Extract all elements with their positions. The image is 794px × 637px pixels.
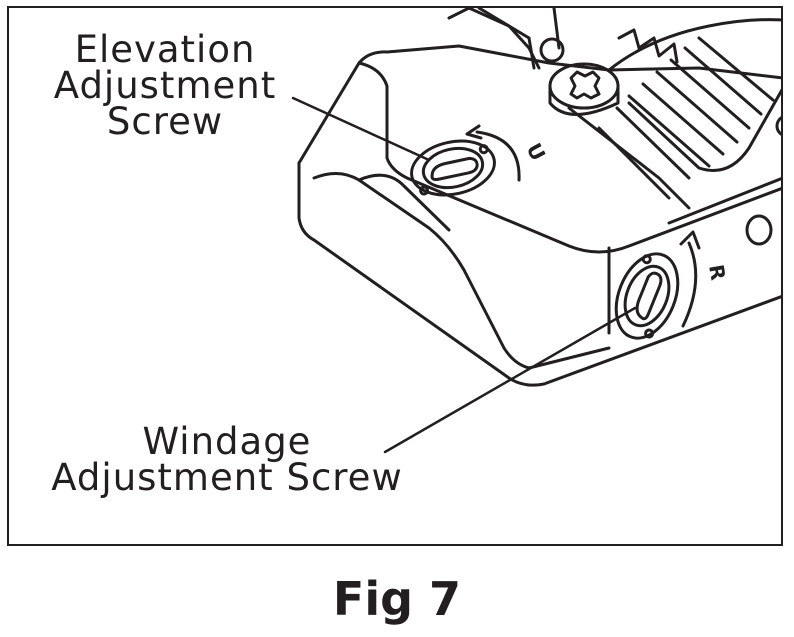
side-hole-upper [775, 116, 781, 136]
windage-label-line: Windage [142, 420, 312, 463]
windage-direction-arrow [681, 241, 698, 328]
cover-teeth [617, 28, 679, 64]
rib-6 [683, 46, 763, 116]
elevation-arrow-head [465, 124, 483, 140]
elevation-leader-line [291, 96, 431, 162]
housing-top-edge [357, 61, 781, 254]
windage-direction-letter: R [704, 263, 730, 282]
windage-leader-line [383, 306, 637, 454]
elevation-direction-letter: U [522, 139, 551, 165]
red-dot-sight-illustration: U R [291, 8, 781, 454]
rib-3 [641, 82, 725, 156]
elevation-label-line: Adjustment [53, 64, 277, 107]
rib-9 [597, 126, 671, 200]
figure-caption: Fig 7 [332, 572, 462, 626]
torx-recess [569, 70, 601, 100]
hood-hole [539, 37, 565, 63]
elevation-label-line: Screw [106, 100, 224, 143]
rib-4 [655, 70, 739, 144]
lens-cover-front [627, 88, 781, 172]
rib-7 [697, 36, 775, 102]
windage-screw-label: Windage Adjustment Screw [31, 420, 423, 499]
side-edge [667, 177, 781, 225]
windage-label-line: Adjustment Screw [51, 456, 403, 499]
housing-inner-bevel [357, 173, 451, 232]
rib-5 [669, 58, 751, 130]
lens-cover-outline [607, 18, 781, 72]
housing-bevel [312, 172, 611, 370]
windage-screw [614, 252, 680, 340]
elevation-direction-arrow [475, 130, 521, 182]
rib-1 [615, 106, 691, 180]
elevation-screw-label: Elevation Adjustment Screw [29, 28, 301, 143]
housing-left-face [297, 161, 781, 387]
elevation-screw [410, 139, 496, 197]
windage-arrow-head [679, 230, 701, 250]
diagram-frame: U R Elevation Adjustment Screw Windage A… [7, 6, 783, 546]
side-hole-lower [745, 214, 773, 246]
elevation-label-line: Elevation [74, 28, 256, 71]
rib-2 [627, 94, 711, 168]
rib-8 [567, 106, 691, 210]
hood-rib-1 [477, 8, 531, 40]
